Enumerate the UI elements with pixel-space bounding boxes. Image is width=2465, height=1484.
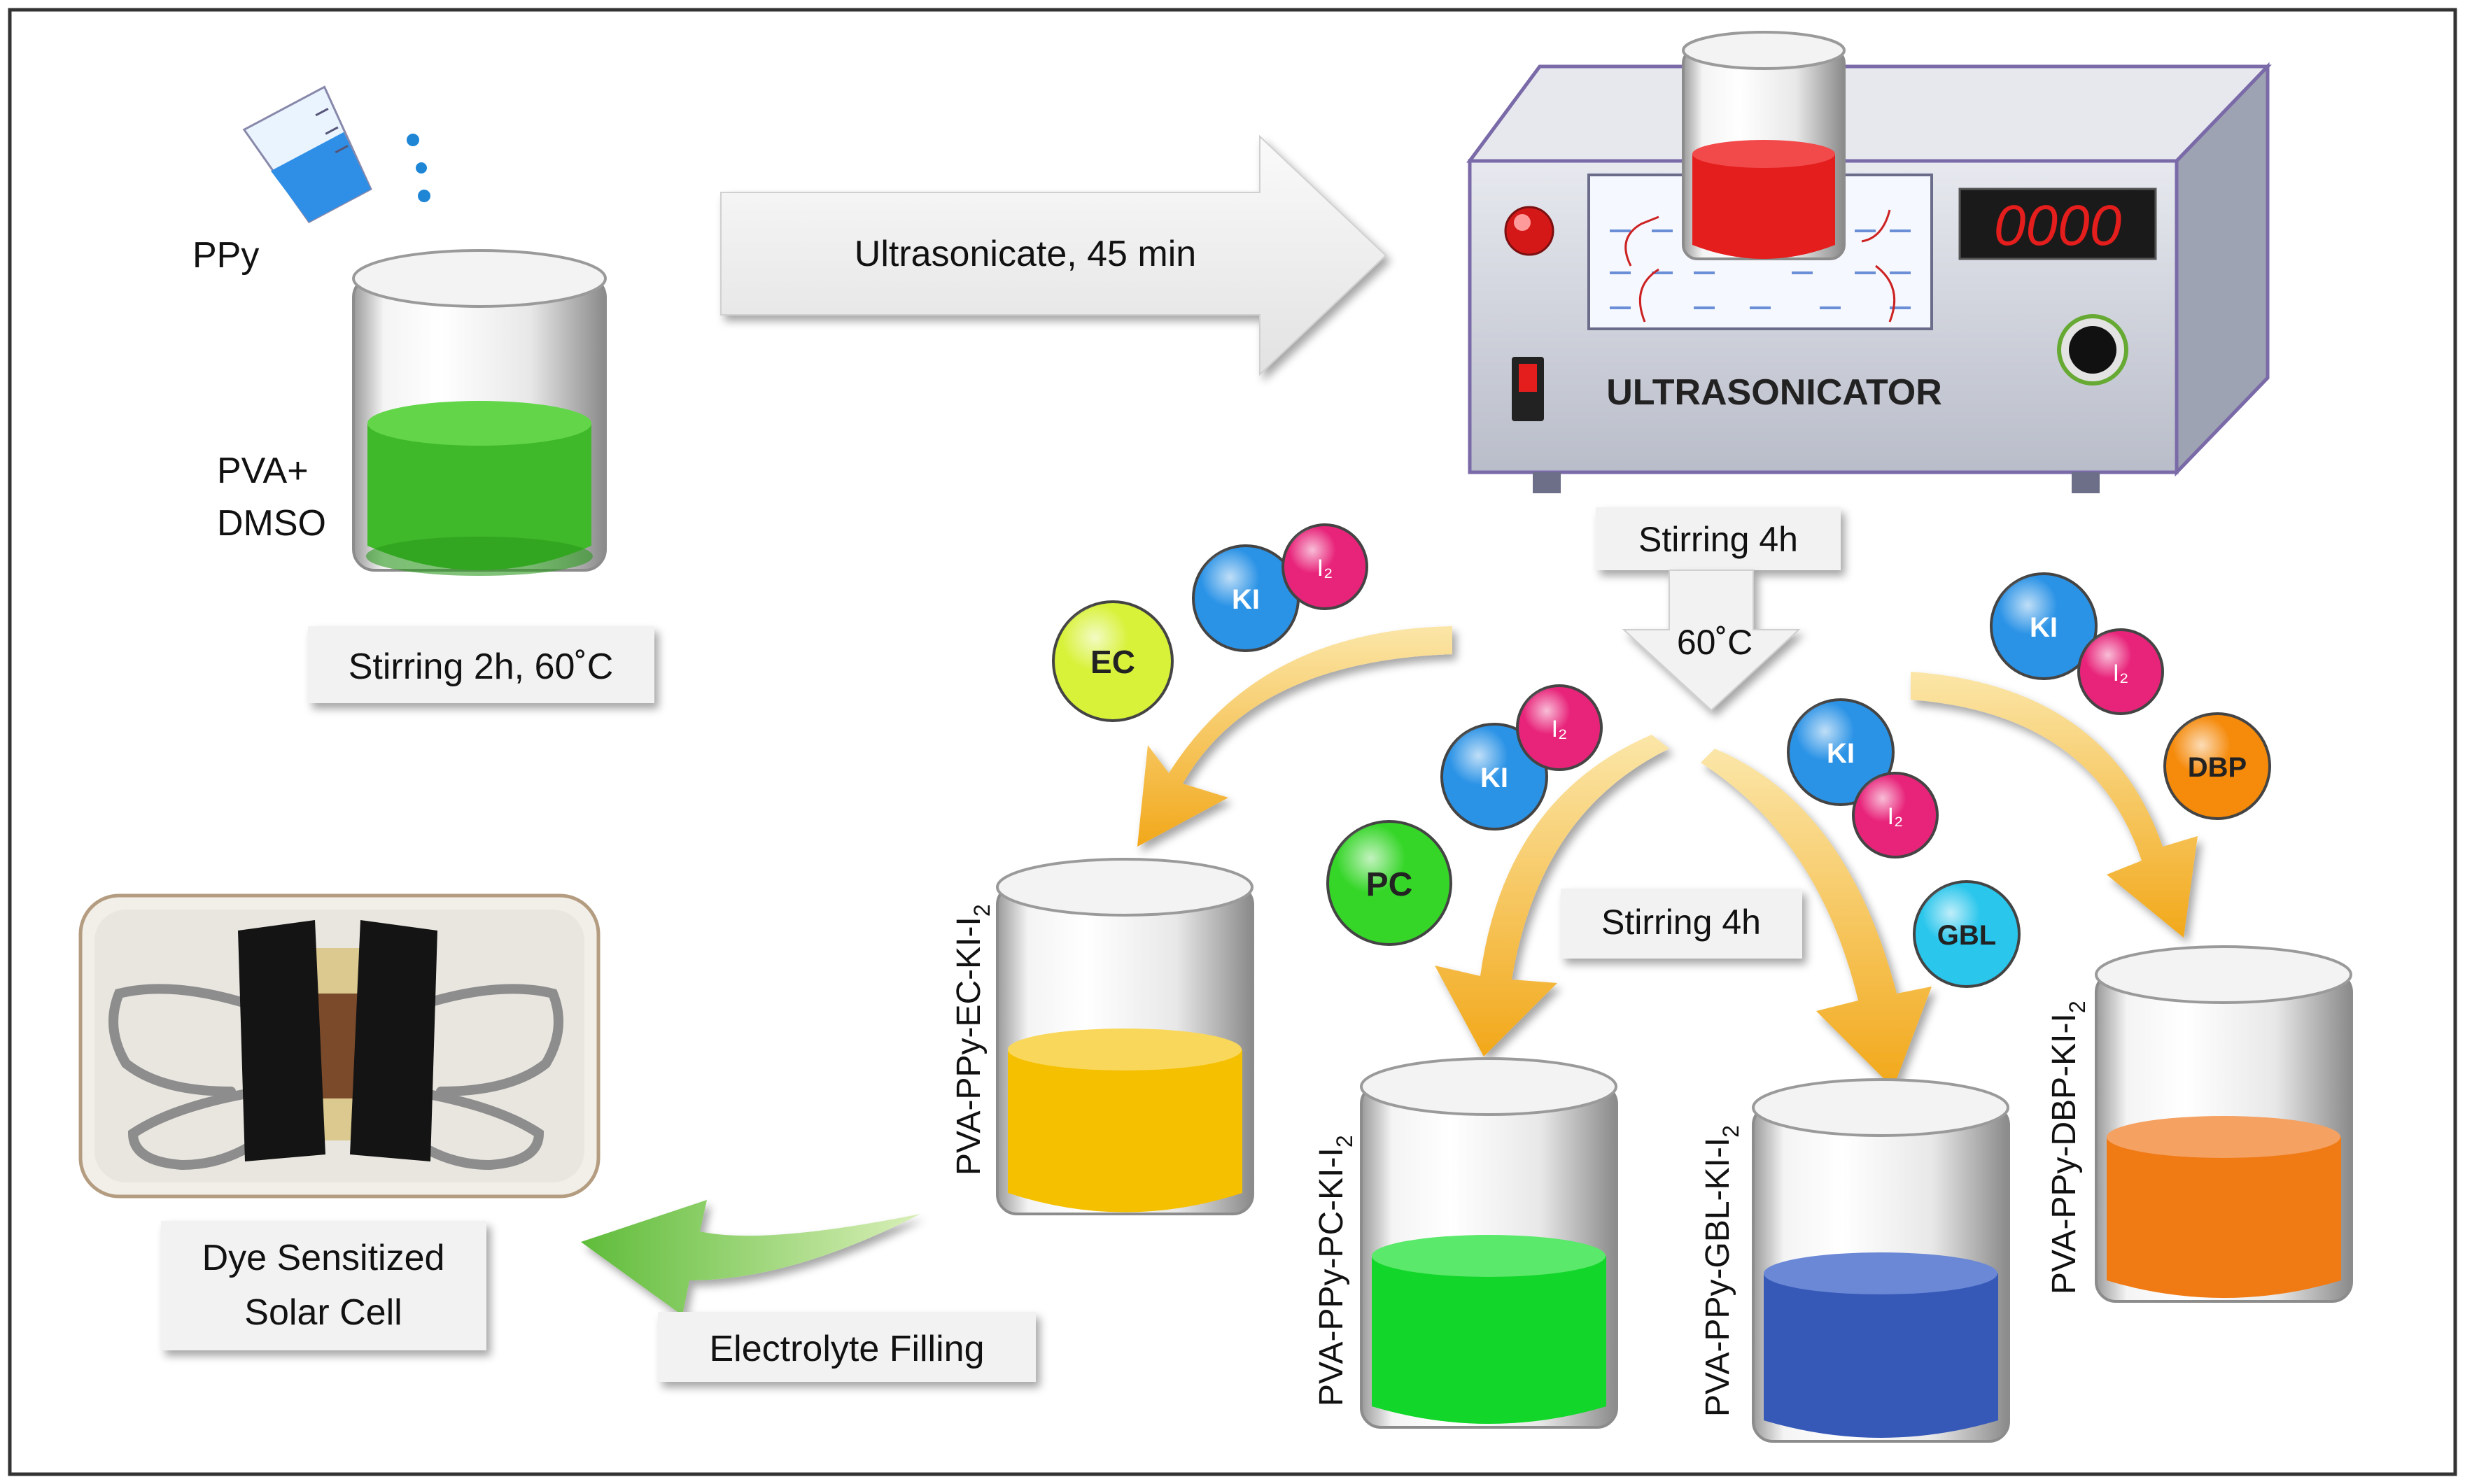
stirring-top-label: Stirring 4h	[1638, 520, 1798, 559]
gold-arrow-ec	[1137, 626, 1452, 847]
gold-arrow-pc	[1435, 735, 1669, 1057]
pc-ball-label: PC	[1366, 866, 1413, 903]
product-pc-sub: 2	[1332, 1135, 1357, 1147]
product-gbl-base: PVA-PPy-GBL-KI-I	[1699, 1138, 1736, 1417]
pc-ball-icon	[1326, 820, 1452, 946]
measuring-cup-icon	[242, 85, 372, 224]
beaker-gbl	[1752, 1078, 2010, 1443]
product-pc-label: PVA-PPy-PC-KI-I2	[1313, 1135, 1357, 1406]
drops-icon	[407, 134, 430, 202]
stirring-top-box	[1596, 507, 1841, 570]
solar-cell-label-line1: Dye Sensitized	[202, 1238, 445, 1278]
ki-ball-label-3: KI	[1827, 738, 1855, 769]
product-dbp-base: PVA-PPy-DBP-KI-I	[2046, 1013, 2083, 1294]
product-ec-base: PVA-PPy-EC-KI-I	[950, 917, 988, 1175]
beaker-dbp	[2095, 945, 2353, 1303]
solar-cell-label-line2: Solar Cell	[244, 1292, 402, 1333]
ppy-label: PPy	[192, 235, 259, 276]
product-gbl-sub: 2	[1718, 1125, 1743, 1138]
ki-ball-label-4: KI	[2030, 612, 2058, 643]
product-dbp-label: PVA-PPy-DBP-KI-I2	[2046, 1001, 2090, 1294]
gbl-ball-icon	[1913, 880, 2021, 988]
beaker-ec	[996, 858, 1254, 1215]
i2-ball-label-2: I₂	[1552, 716, 1568, 742]
ki-ball-icon-4	[1990, 572, 2098, 680]
ultrasonicate-label: Ultrasonicate, 45 min	[855, 234, 1196, 274]
product-dbp-sub: 2	[2065, 1001, 2090, 1013]
beaker-pva-dmso	[352, 249, 607, 576]
solar-cell-photo	[78, 893, 601, 1199]
dbp-ball-icon	[2163, 712, 2271, 820]
i2-ball-icon-4	[2077, 628, 2164, 715]
temperature-label: 60˚C	[1677, 623, 1753, 662]
ec-ball-icon	[1052, 600, 1174, 722]
i2-ball-label-3: I₂	[1888, 803, 1904, 830]
ultrasonicator-machine: 0000	[1466, 31, 2272, 493]
product-ec-label: PVA-PPy-EC-KI-I2	[950, 904, 995, 1175]
pva-label-line1: PVA+	[217, 451, 309, 491]
ki-ball-label-1: KI	[1232, 584, 1260, 615]
product-ec-sub: 2	[969, 904, 995, 917]
dbp-ball-label: DBP	[2188, 752, 2247, 783]
solar-cell-box	[161, 1221, 486, 1350]
electrolyte-filling-box	[658, 1312, 1036, 1382]
ki-ball-icon-3	[1787, 698, 1895, 806]
ultrasonicator-name: ULTRASONICATOR	[1606, 372, 1942, 413]
i2-ball-label-4: I₂	[2113, 660, 2129, 686]
i2-ball-label-1: I₂	[1317, 555, 1333, 581]
stirring-mid-box	[1561, 889, 1802, 959]
gbl-ball-label: GBL	[1937, 920, 1996, 951]
stirring-mid-label: Stirring 4h	[1601, 903, 1761, 942]
i2-ball-icon-3	[1852, 772, 1939, 858]
ki-ball-label-2: KI	[1480, 763, 1508, 793]
electrolyte-filling-arrow	[581, 1200, 920, 1315]
product-gbl-label: PVA-PPy-GBL-KI-I2	[1699, 1125, 1743, 1417]
step1-label-box	[308, 626, 654, 703]
product-pc-base: PVA-PPy-PC-KI-I	[1313, 1147, 1350, 1406]
down-arrow	[1622, 570, 1801, 712]
gold-arrow-gbl	[1701, 749, 1932, 1088]
ultrasonicator-display: 0000	[1994, 194, 2121, 257]
ultrasonicate-arrow	[720, 134, 1387, 376]
i2-ball-icon-1	[1281, 523, 1368, 610]
ec-ball-label: EC	[1090, 644, 1135, 680]
electrolyte-filling-label: Electrolyte Filling	[709, 1329, 984, 1369]
i2-ball-icon-2	[1516, 684, 1603, 771]
ki-ball-icon-1	[1192, 544, 1300, 652]
ki-ball-icon-2	[1440, 723, 1548, 831]
beaker-pc	[1360, 1057, 1618, 1429]
step1-label: Stirring 2h, 60˚C	[349, 646, 614, 687]
gold-arrow-dbp	[1911, 672, 2198, 938]
pva-label-line2: DMSO	[217, 503, 326, 544]
